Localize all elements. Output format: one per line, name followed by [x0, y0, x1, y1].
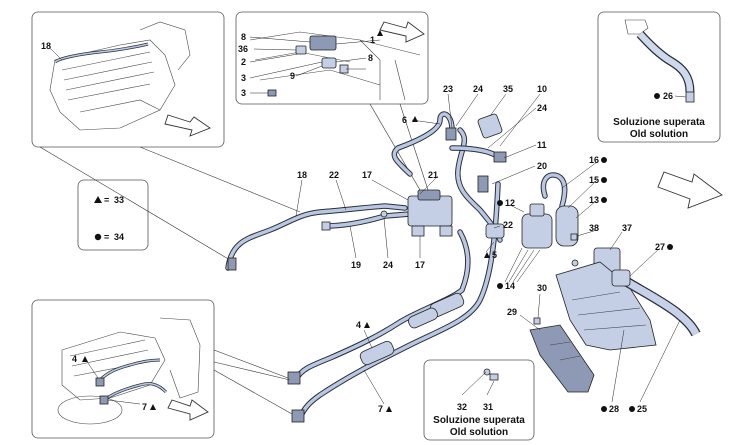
callout-32: 32: [457, 402, 467, 412]
inset-old-solution-top-right: 26 Soluzione superata Old solution: [597, 11, 721, 143]
callout-2: 2: [241, 57, 246, 67]
callout-38: 38: [589, 223, 599, 233]
callout-4-b: 4: [356, 320, 361, 330]
callout-1: 1: [370, 35, 375, 45]
legend-triangle-value: 33: [114, 195, 124, 205]
inset-engine-bottom-left: 4 7: [31, 299, 215, 439]
callout-17-b: 17: [415, 260, 425, 270]
callout-23: 23: [443, 84, 453, 94]
callout-19: 19: [351, 260, 361, 270]
canister-components: [521, 172, 701, 393]
callout-7-b: 7: [378, 404, 383, 414]
callout-9: 9: [290, 71, 295, 81]
callout-21: 21: [428, 170, 438, 180]
callout-22-a: 22: [329, 170, 339, 180]
callout-labels: 18 22 17 19 24 17 23 24 35 10 24 6 11 20…: [297, 84, 673, 414]
callout-36: 36: [238, 44, 248, 54]
callout-15: 15: [589, 175, 599, 185]
callout-28: 28: [609, 404, 619, 414]
callout-24-b: 24: [537, 103, 547, 113]
legend-eq-1: =: [104, 195, 109, 205]
caption-old-bottom-line2: Old solution: [450, 427, 508, 438]
callout-18: 18: [297, 170, 307, 180]
valve-assembly: [227, 113, 507, 423]
callout-13: 13: [589, 195, 599, 205]
legend-box: = 33 = 34: [77, 179, 149, 251]
callout-10: 10: [537, 84, 547, 94]
callout-26: 26: [663, 91, 673, 101]
callout-24-c: 24: [383, 260, 393, 270]
callout-3-b: 3: [241, 88, 246, 98]
callout-8-a: 8: [241, 32, 246, 42]
callout-12: 12: [505, 198, 515, 208]
callout-3-a: 3: [241, 73, 246, 83]
callout-31: 31: [483, 402, 493, 412]
inset-old-solution-bottom: 32 31 Soluzione superata Old solution: [423, 359, 535, 441]
legend-eq-2: =: [104, 232, 109, 242]
caption-old-top-line2: Old solution: [630, 129, 688, 140]
callout-6: 6: [402, 115, 407, 125]
callout-27: 27: [655, 242, 665, 252]
callout-35: 35: [503, 84, 513, 94]
callout-29: 29: [507, 307, 517, 317]
inset-bracket-top-center: 8 1 36 2 8 3 9 3: [235, 11, 429, 105]
callout-25: 25: [637, 404, 647, 414]
callout-37: 37: [622, 223, 632, 233]
legend-circle-value: 34: [114, 232, 124, 242]
caption-old-top-line1: Soluzione superata: [613, 117, 705, 128]
callout-22-b: 22: [503, 220, 513, 230]
callout-18-inset: 18: [41, 41, 51, 51]
callout-5: 5: [492, 250, 497, 260]
callout-24-a: 24: [473, 84, 483, 94]
callout-20: 20: [537, 161, 547, 171]
callout-8-b: 8: [368, 53, 373, 63]
callout-11: 11: [537, 140, 547, 150]
inset-engine-top-left: 18: [31, 11, 225, 148]
callout-4-a: 4: [72, 354, 77, 364]
callout-30: 30: [537, 283, 547, 293]
callout-14: 14: [505, 281, 515, 291]
leader-lines: [295, 93, 681, 405]
callout-7-a: 7: [142, 402, 147, 412]
caption-old-bottom-line1: Soluzione superata: [433, 415, 525, 426]
callout-17-a: 17: [362, 170, 372, 180]
callout-16: 16: [589, 155, 599, 165]
direction-arrow-right: [657, 171, 723, 209]
